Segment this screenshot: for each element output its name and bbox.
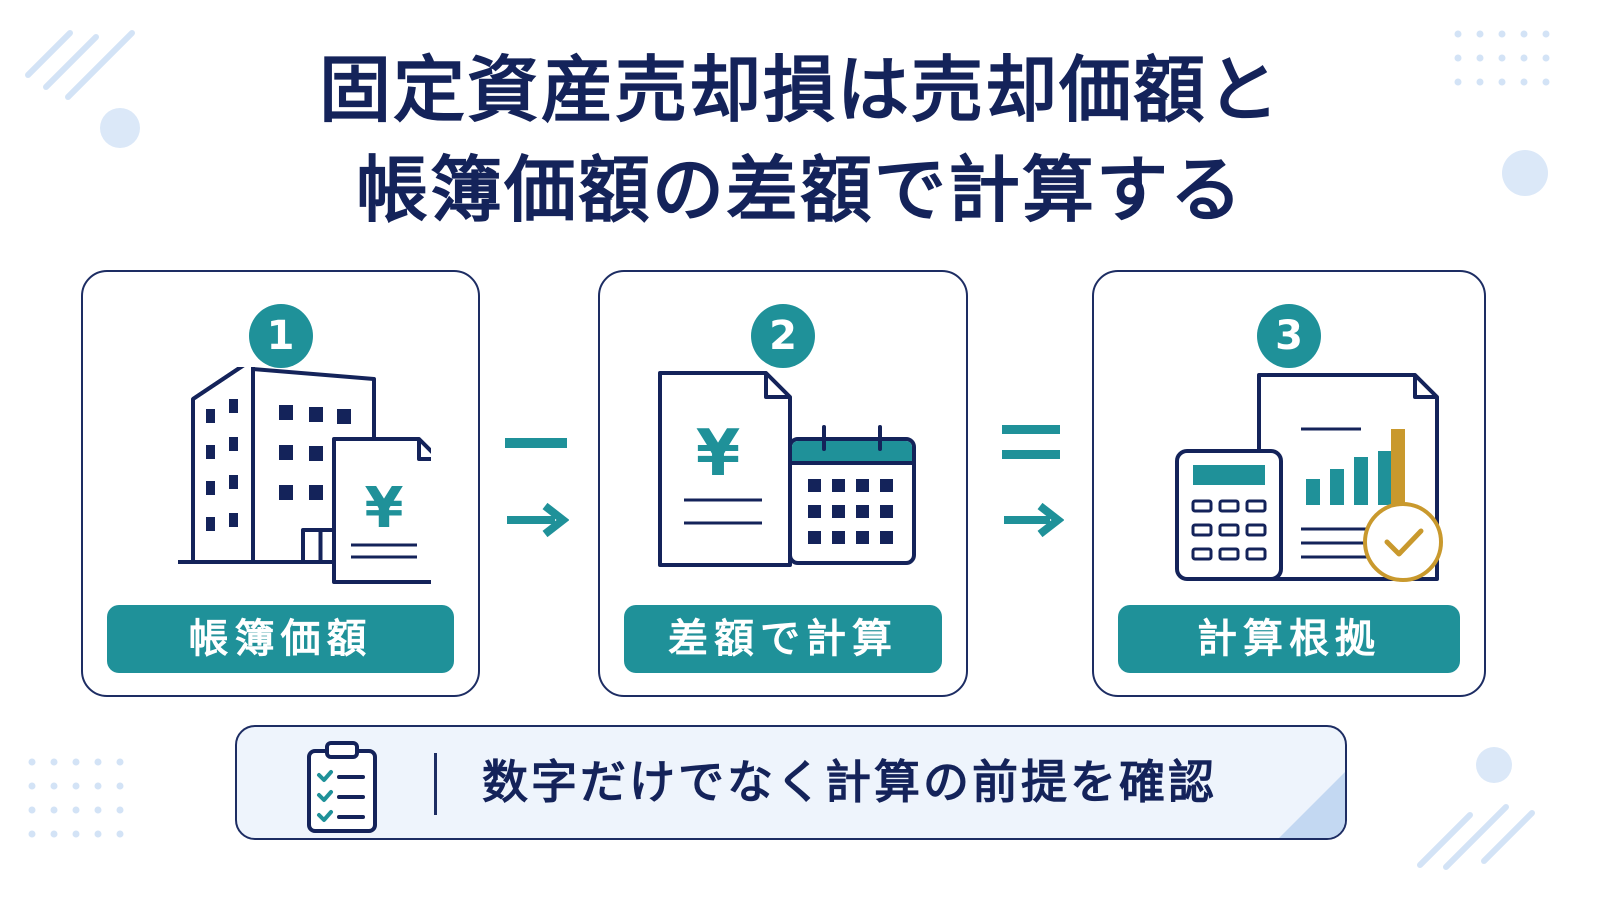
diagonal-lines-decoration	[1417, 804, 1535, 870]
footer-separator	[434, 753, 437, 815]
minus-arrow-icon	[505, 438, 569, 538]
circle-decoration	[100, 108, 140, 148]
step-card-calculation-basis: 3 計算根拠	[1092, 270, 1486, 697]
footer-note-text: 数字だけでなく計算の前提を確認	[482, 755, 1217, 809]
svg-text:¥: ¥	[696, 417, 741, 491]
checklist-clipboard-icon	[307, 741, 377, 833]
circle-decoration	[1476, 747, 1512, 783]
svg-text:¥: ¥	[364, 476, 403, 541]
page-title-line-2: 帳簿価額の差額で計算する	[355, 148, 1244, 232]
building-yen-document-icon: ¥	[177, 367, 431, 584]
corner-fold-decoration	[1279, 772, 1345, 838]
page-title-line-1: 固定資産売却損は売却価額と	[318, 48, 1281, 132]
step-number-badge: 1	[248, 304, 313, 368]
diagonal-lines-decoration	[25, 30, 135, 100]
dot-grid-decoration	[1454, 30, 1550, 86]
dot-grid-decoration	[28, 758, 124, 838]
equals-arrow-icon	[1002, 425, 1064, 538]
footer-note-box: 数字だけでなく計算の前提を確認	[235, 725, 1347, 840]
circle-decoration	[1502, 150, 1548, 196]
step-label: 差額で計算	[624, 605, 942, 673]
calculator-report-check-icon	[1175, 373, 1443, 582]
step-number-badge: 2	[751, 304, 815, 368]
step-number-badge: 3	[1257, 304, 1321, 368]
yen-document-calendar-icon: ¥	[658, 371, 916, 567]
step-card-difference-calc: 2 ¥ 差額で計算	[598, 270, 968, 697]
step-label: 計算根拠	[1118, 605, 1460, 673]
step-card-book-value: 1	[81, 270, 480, 697]
step-label: 帳簿価額	[107, 605, 454, 673]
